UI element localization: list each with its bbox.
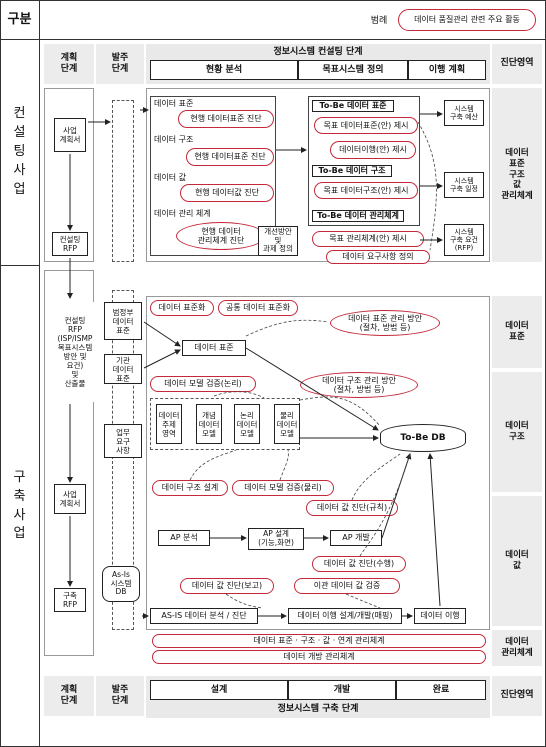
consult-col1-area: [44, 88, 94, 262]
footer-col1: 계획 단계: [44, 676, 94, 716]
consult-doc-rfp: 컨설팅 RFP: [52, 232, 88, 256]
build-right-value: 데이터 값: [492, 496, 542, 626]
asis-mgmt: 데이터 관리 체계: [154, 208, 238, 219]
footer-phase-1: 설계: [150, 680, 288, 700]
org-std-box: 기관 데이터 표준: [104, 354, 142, 384]
footer-col2: 발주 단계: [96, 676, 144, 716]
build-col1-area: [44, 270, 94, 656]
consult-side-label: 컨 설 팅 사 업: [0, 40, 40, 266]
consult-col2-dashed: [112, 100, 134, 262]
build-col2-dashed: [112, 290, 134, 630]
oval-std: 데이터 표준화: [150, 300, 214, 316]
build-side-label: 구 축 사 업: [0, 266, 40, 747]
asis-struct: 데이터 구조: [154, 134, 208, 145]
build-doc-plan: 사업 계획서: [54, 484, 86, 514]
oval-value-report: 데이터 값 진단(보고): [180, 578, 274, 594]
build-right-mgmt: 데이터 관리체계: [492, 630, 542, 666]
header-row: [0, 0, 546, 40]
oval-mgmt-system: 데이터 표준 · 구조 · 값 · 연계 관리체계: [152, 634, 486, 648]
build-doc-rfp: 구축 RFP: [54, 588, 86, 612]
build-main-area: [146, 296, 490, 630]
consult-col1: 계획 단계: [44, 44, 94, 84]
asis-std-oval: 현행 데이터표준 진단: [178, 110, 274, 128]
oval-model-phys: 데이터 모델 검증(물리): [232, 480, 334, 496]
asis-mgmt-oval: 현행 데이터 관리체계 진단: [176, 222, 266, 250]
asis-std: 데이터 표준: [154, 98, 208, 109]
footer-phase-3: 완료: [396, 680, 486, 700]
consult-stage-title: 정보시스템 컨설팅 단계: [273, 47, 363, 57]
ap-analysis: AP 분석: [158, 530, 210, 546]
build-doc-consult: 컨설팅 RFP (ISP/ISMP 목표시스템 방안 및 요건) 및 산출물: [56, 302, 94, 402]
improve-box: 개선방안 및 과제 정의: [258, 226, 298, 256]
oval-std-mgmt: 데이터 표준 관리 방안 (절차, 방법 등): [330, 310, 440, 336]
consult-main-area: [146, 88, 490, 262]
footer-stage-title: 정보시스템 구축 단계: [277, 704, 359, 714]
asis-struct-oval: 현행 데이터표준 진단: [186, 148, 274, 166]
model-physical: 물리 데이터 모델: [274, 404, 300, 444]
consult-phase-2: 목표시스템 정의: [298, 60, 408, 80]
tobe-struct: To-Be 데이터 구조: [312, 165, 392, 177]
model-logical: 논리 데이터 모델: [234, 404, 260, 444]
ap-dev: AP 개발: [330, 530, 382, 546]
sys-rfp: 시스템 구축 요건 (RFP): [444, 224, 484, 256]
flow-migrate: 데이터 이행: [414, 608, 466, 624]
oval-struct-design: 데이터 구조 설계: [152, 480, 228, 496]
consult-diag: 진단영역: [492, 44, 542, 84]
ap-design: AP 설계 (기능,화면): [248, 528, 304, 550]
consult-doc-plan: 사업 계획서: [54, 118, 86, 152]
tobe-std-oval: 목표 데이터표준(안) 제시: [314, 117, 418, 134]
flow-asis: AS-IS 데이터 분석 / 진단: [150, 608, 258, 624]
flow-migrate-dev: 데이터 이행 설계/개발(매핑): [288, 608, 402, 624]
sys-budget: 시스템 구축 예산: [444, 100, 484, 126]
build-right-std: 데이터 표준: [492, 296, 542, 368]
build-std-box: 데이터 표준: [182, 340, 246, 356]
biz-req-box: 업무 요구 사항: [104, 424, 142, 458]
oval-migration-verify: 이관 데이터 값 검증: [294, 578, 400, 594]
gubun-label: 구분: [0, 0, 40, 40]
asis-value-oval: 현행 데이터값 진단: [180, 184, 274, 202]
tobe-struct-oval: 목표 데이터구조(안) 제시: [314, 182, 418, 199]
sys-schedule: 시스템 구축 일정: [444, 172, 484, 198]
tobe-column-border: [308, 96, 420, 226]
model-concept: 개념 데이터 모델: [196, 404, 222, 444]
consult-phase-3: 이행 계획: [408, 60, 486, 80]
oval-open-system: 데이터 개방 관리체계: [152, 650, 486, 664]
tobe-mgmt: To-Be 데이터 관리체계: [312, 210, 404, 222]
tobe-mgmt-oval: 목표 관리체계(안) 제시: [312, 231, 424, 247]
oval-model-logic: 데이터 모델 검증(논리): [150, 376, 256, 392]
footer-phase-2: 개발: [288, 680, 396, 700]
gov-std-box: 범정부 데이터 표준: [104, 302, 142, 340]
oval-common-std: 공통 데이터 표준화: [218, 300, 298, 316]
asis-db: As-Is 시스템 DB: [102, 566, 140, 602]
requirements-oval: 데이터 요구사항 정의: [326, 250, 430, 264]
oval-value-exec: 데이터 값 진단(수행): [312, 556, 406, 572]
consult-phase-1: 현황 분석: [150, 60, 298, 80]
consult-right-label: 데이터 표준 구조 값 관리체계: [492, 88, 542, 262]
consult-col2: 발주 단계: [96, 44, 144, 84]
asis-column-border: [150, 96, 276, 256]
asis-value: 데이터 값: [154, 172, 204, 183]
legend-label: 범례: [370, 16, 388, 26]
build-right-struct: 데이터 구조: [492, 372, 542, 492]
migration-oval: 데이터이행(안) 제시: [330, 141, 416, 159]
legend-item: 데이터 품질관리 관련 주요 활동: [398, 9, 536, 31]
tobe-std: To-Be 데이터 표준: [312, 100, 394, 112]
footer-diag: 진단영역: [492, 676, 542, 716]
model-subject: 데이터 주제 영역: [156, 404, 182, 444]
oval-value-rule: 데이터 값 진단(규칙): [306, 500, 398, 516]
tobe-db: To-Be DB: [380, 424, 466, 452]
